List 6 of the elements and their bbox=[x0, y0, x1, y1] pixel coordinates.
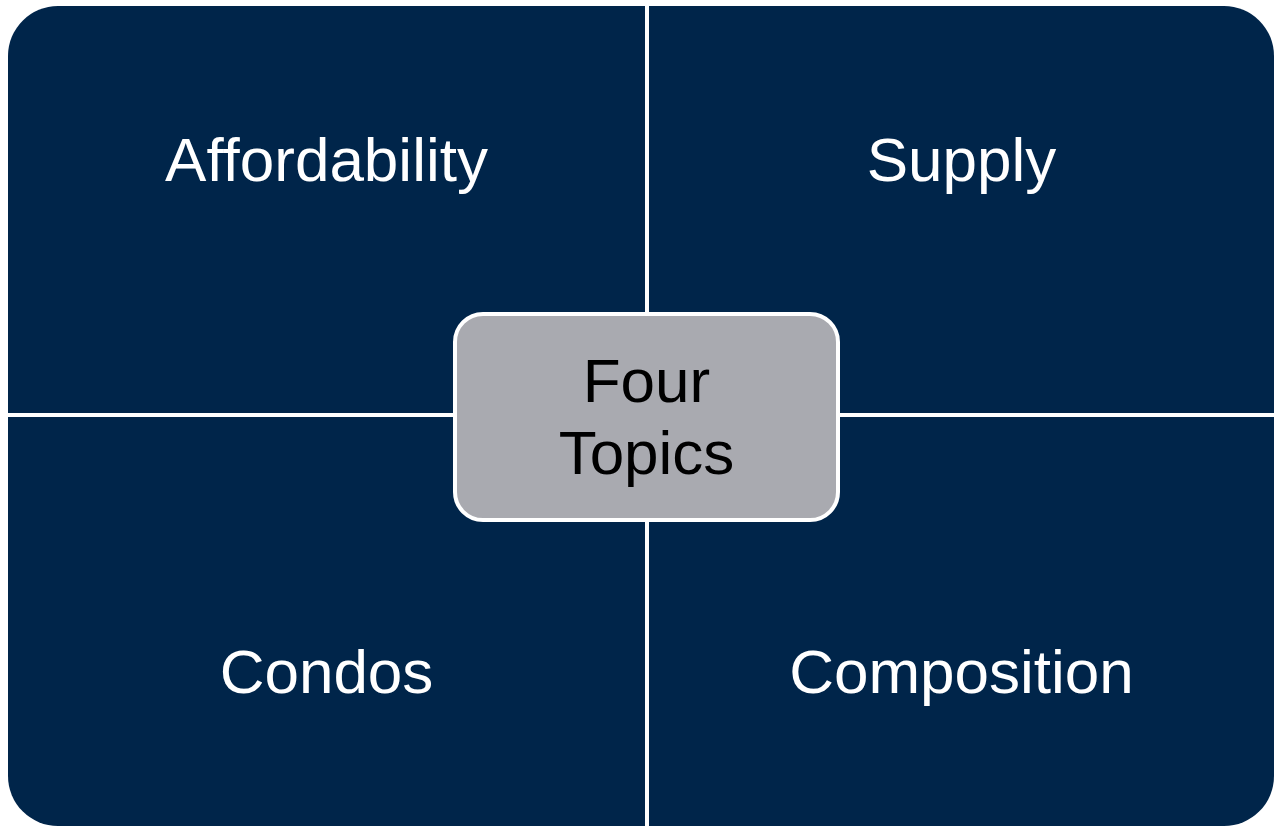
quadrant-title: Affordability bbox=[164, 124, 489, 196]
quadrant-title: Composition bbox=[788, 636, 1135, 708]
quadrant-title: Condos bbox=[218, 636, 435, 708]
center-label: Four Topics bbox=[557, 345, 736, 489]
quadrant-title: Supply bbox=[865, 124, 1058, 196]
center-box bbox=[453, 312, 840, 522]
